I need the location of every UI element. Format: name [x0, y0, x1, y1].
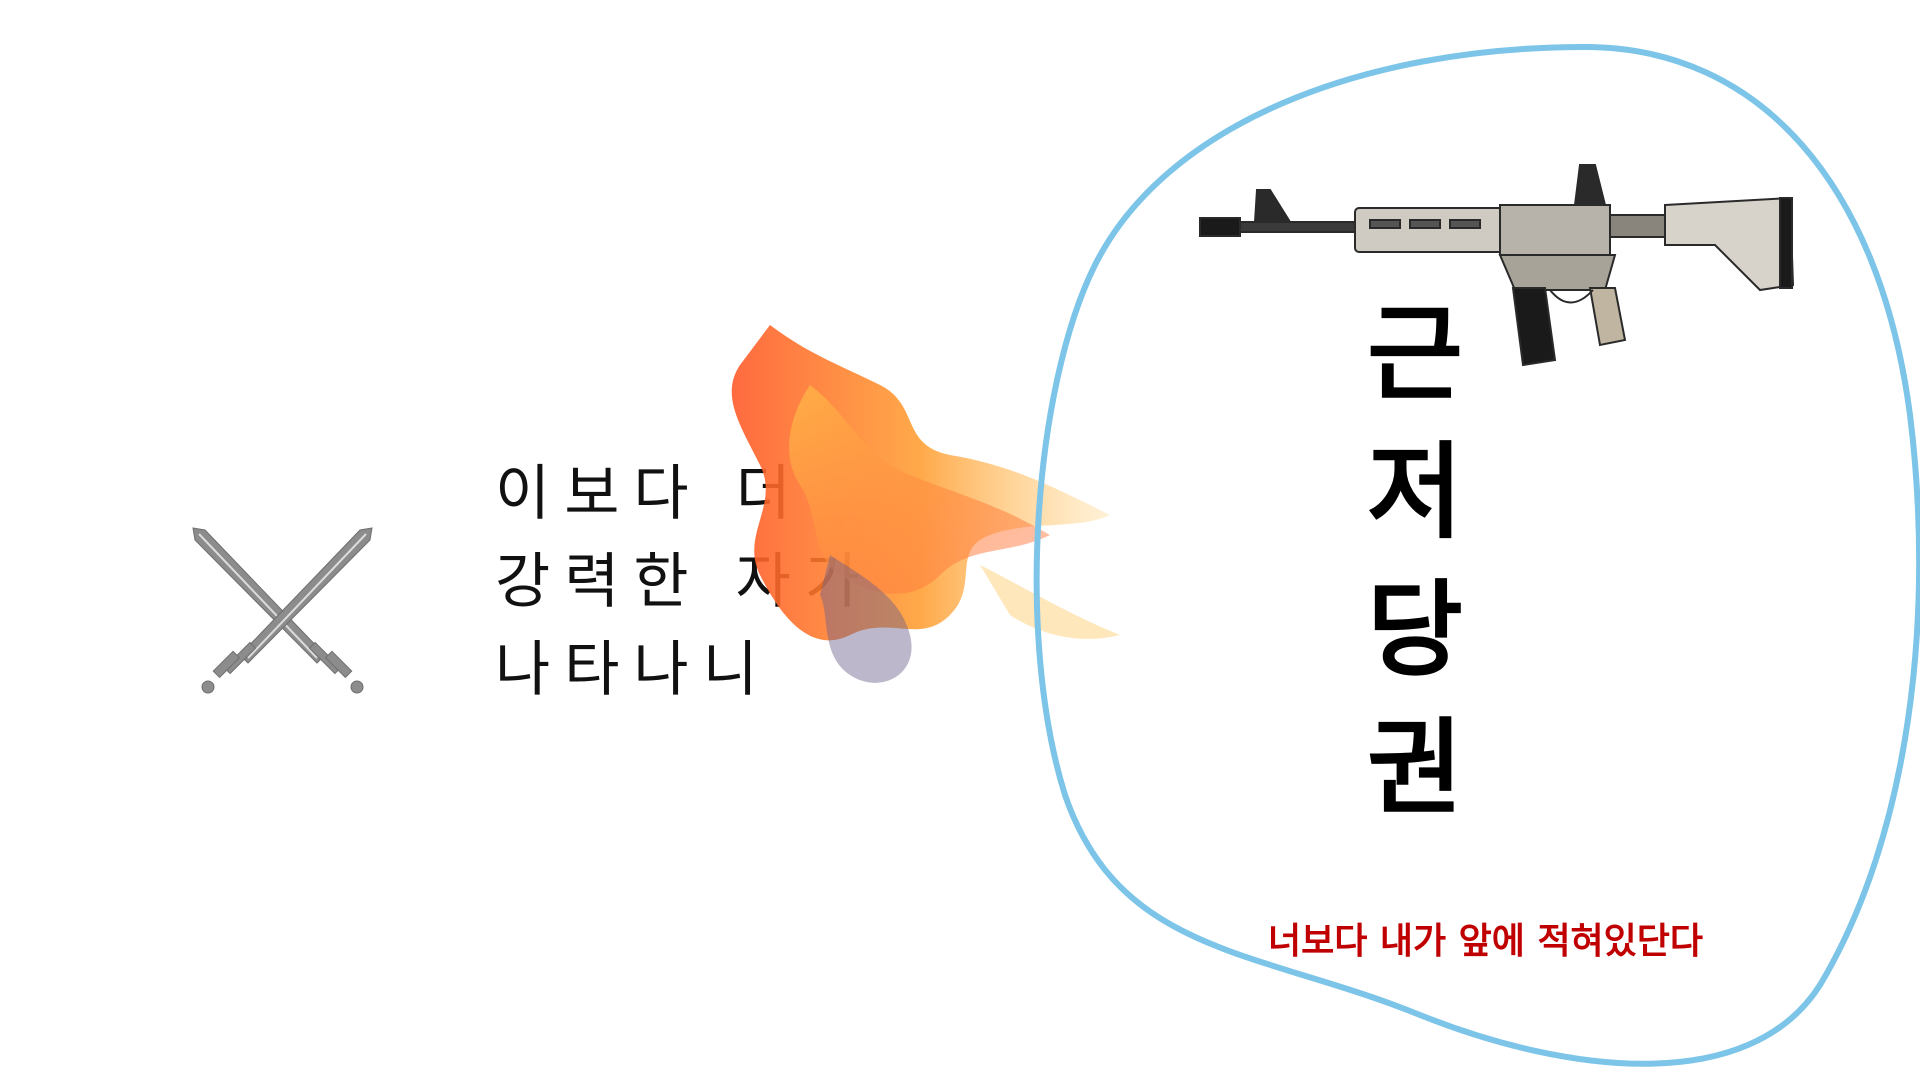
- poem-line: 이보다 더: [495, 459, 805, 529]
- crossed-swords-icon: [192, 527, 373, 694]
- poem-line: 나타나니: [495, 635, 772, 705]
- title-char: 당: [1367, 569, 1463, 691]
- vertical-title: 근 저 당 권: [1355, 285, 1475, 837]
- flame-icon: [731, 325, 1120, 683]
- rifle-icon: [1199, 164, 1795, 367]
- title-char: 저: [1367, 431, 1463, 553]
- title-char: 권: [1367, 707, 1463, 829]
- blob-outline: [1033, 43, 1920, 1067]
- title-char: 근: [1367, 293, 1463, 415]
- subtitle-text: 너보다 내가 앞에 적혀있단다: [1268, 921, 1704, 962]
